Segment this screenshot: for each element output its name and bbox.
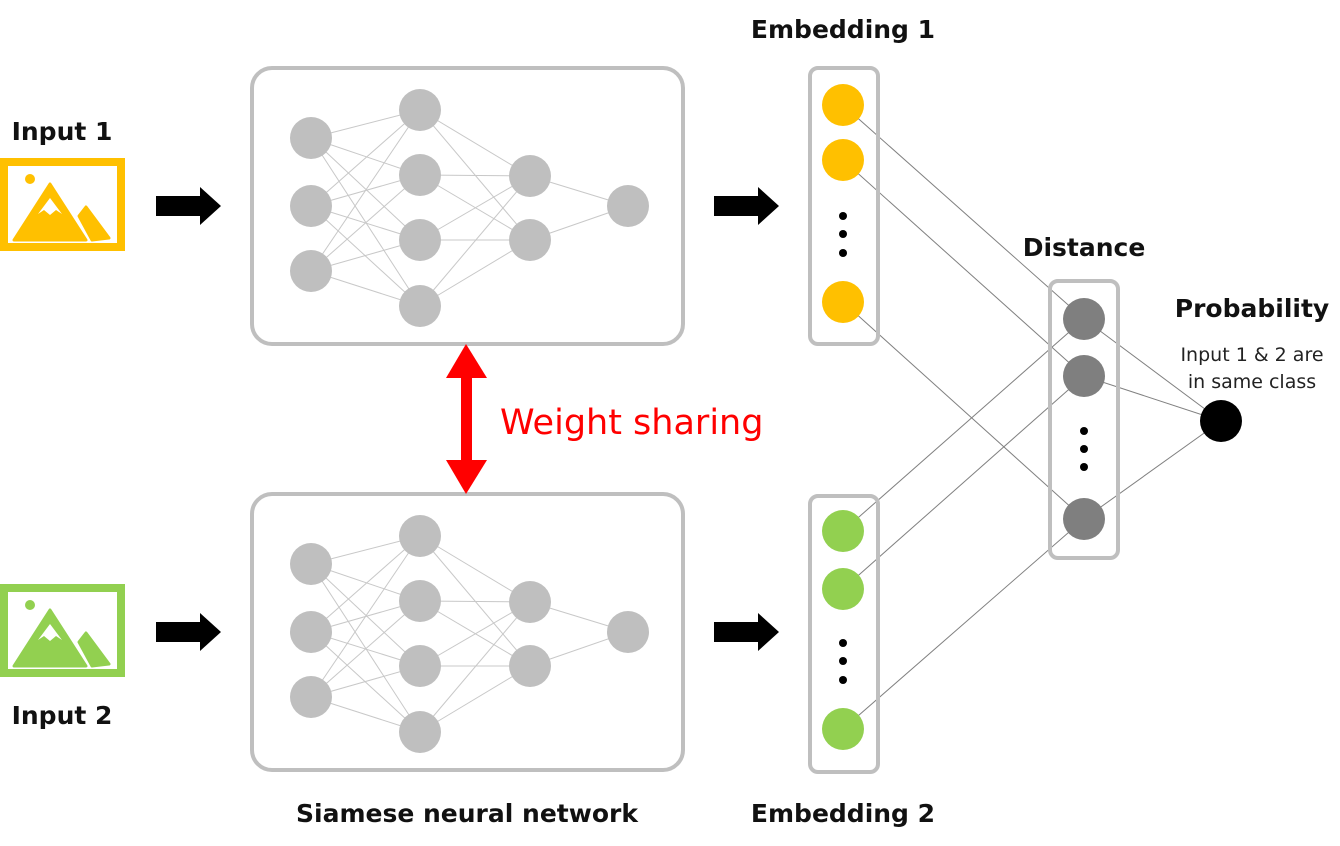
- network-node: [509, 581, 551, 623]
- network-edge: [310, 109, 421, 272]
- double-arrow-icon: [446, 344, 487, 494]
- network-edge: [419, 601, 531, 733]
- arrows: [156, 187, 779, 651]
- distance-node: [1063, 298, 1105, 340]
- network-edge: [419, 601, 531, 667]
- distance-output-edge: [1083, 318, 1222, 422]
- network-edge: [310, 174, 421, 272]
- snowcap-shape: [38, 198, 62, 215]
- network-edge: [419, 109, 531, 177]
- network-edge: [419, 665, 531, 733]
- frames: [250, 66, 1120, 774]
- network-node: [607, 185, 649, 227]
- nodes: [290, 84, 1242, 753]
- network-node: [607, 611, 649, 653]
- probability-caption-line-2: in same class: [1188, 371, 1316, 393]
- network-node: [399, 515, 441, 557]
- ellipsis-dot: [839, 657, 847, 665]
- network-frame: [250, 492, 685, 772]
- network-node: [509, 155, 551, 197]
- distance-output-edge: [1083, 420, 1222, 520]
- hill-shape: [77, 631, 111, 668]
- embedding-node: [822, 708, 864, 750]
- embedding-distance-edge: [842, 301, 1085, 520]
- input-1-image-icon: [0, 158, 125, 251]
- network-edge: [310, 137, 421, 307]
- network-frame: [250, 66, 685, 346]
- embedding-frame: [808, 66, 880, 346]
- network-node: [290, 543, 332, 585]
- distance-node: [1063, 498, 1105, 540]
- sun-shape: [25, 600, 35, 610]
- ellipsis-dot: [1080, 445, 1088, 453]
- weight-sharing-label: Weight sharing: [500, 403, 763, 443]
- network-node: [509, 645, 551, 687]
- hill-shape: [77, 205, 111, 242]
- network-node: [399, 89, 441, 131]
- embedding-node: [822, 139, 864, 181]
- embedding-distance-edge: [842, 104, 1085, 320]
- input-2-image-icon: [0, 584, 125, 677]
- ellipsis-dot: [839, 249, 847, 257]
- distance-output-edge: [1083, 375, 1222, 422]
- network-edge: [310, 600, 421, 698]
- network-node: [290, 250, 332, 292]
- probability-label: Probability: [1175, 294, 1329, 323]
- embedding-node: [822, 84, 864, 126]
- network-edge: [310, 563, 421, 733]
- network-edge: [310, 137, 421, 241]
- probability-node: [1200, 400, 1242, 442]
- embedding-distance-edge: [842, 318, 1085, 532]
- ellipsis-dot: [1080, 427, 1088, 435]
- distance-frame: [1048, 279, 1120, 560]
- network-edge: [310, 109, 421, 207]
- arrow-right-icon: [156, 613, 221, 651]
- network-node: [290, 676, 332, 718]
- network-edge: [310, 535, 421, 698]
- embedding-node: [822, 510, 864, 552]
- network-node: [290, 611, 332, 653]
- network-node: [399, 580, 441, 622]
- embedding-2-label: Embedding 2: [751, 799, 935, 828]
- ellipsis-dot: [1080, 463, 1088, 471]
- arrow-right-icon: [714, 187, 779, 225]
- input-1-label: Input 1: [12, 117, 113, 146]
- ellipsis-dot: [839, 212, 847, 220]
- network-edge: [310, 563, 421, 667]
- network-edge: [419, 239, 531, 307]
- distance-label: Distance: [1023, 233, 1146, 262]
- network-edge: [310, 535, 421, 633]
- network-node: [290, 117, 332, 159]
- distance-node: [1063, 355, 1105, 397]
- network-node: [399, 285, 441, 327]
- network-node: [399, 711, 441, 753]
- network-edge: [419, 175, 531, 307]
- arrow-right-icon: [156, 187, 221, 225]
- network-label: Siamese neural network: [296, 799, 639, 828]
- network-node: [399, 154, 441, 196]
- embedding-distance-edge: [842, 159, 1085, 377]
- network-node: [509, 219, 551, 261]
- embedding-node: [822, 281, 864, 323]
- ellipsis-dot: [839, 639, 847, 647]
- input-2-label: Input 2: [12, 701, 113, 730]
- snowcap-shape: [38, 624, 62, 641]
- network-node: [399, 645, 441, 687]
- network-node: [290, 185, 332, 227]
- network-edge: [419, 175, 531, 241]
- ellipsis-dot: [839, 676, 847, 684]
- embedding-frame: [808, 494, 880, 774]
- embedding-node: [822, 568, 864, 610]
- embedding-distance-edge: [842, 375, 1085, 590]
- embedding-distance-edge: [842, 518, 1085, 730]
- network-node: [399, 219, 441, 261]
- embedding-1-label: Embedding 1: [751, 15, 935, 44]
- sun-shape: [25, 174, 35, 184]
- network-edge: [419, 535, 531, 603]
- ellipsis-dot: [839, 230, 847, 238]
- arrow-right-icon: [714, 613, 779, 651]
- probability-caption-line-1: Input 1 & 2 are: [1180, 344, 1323, 366]
